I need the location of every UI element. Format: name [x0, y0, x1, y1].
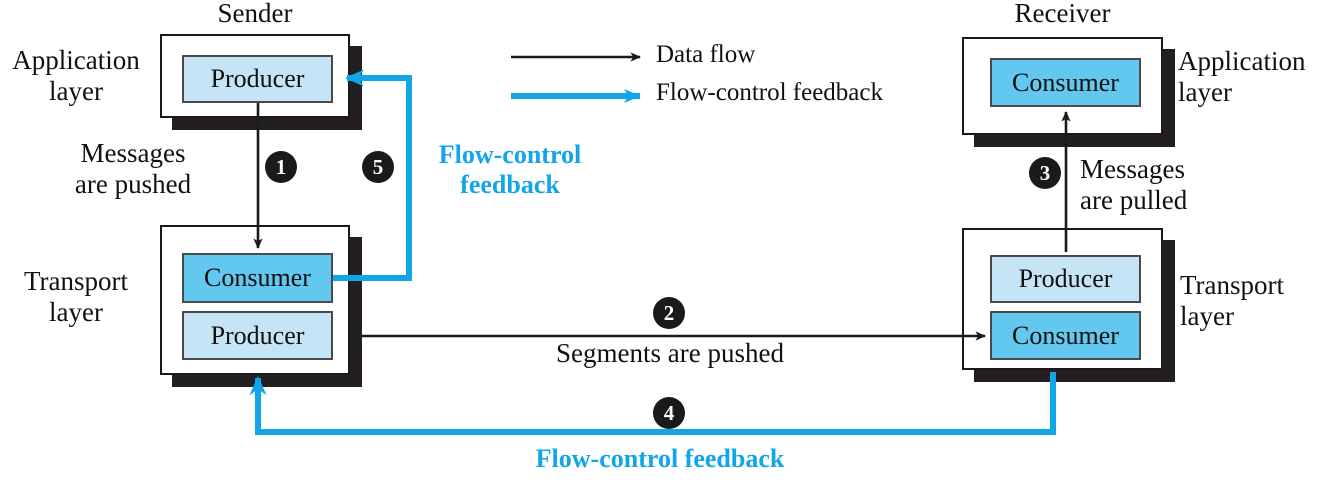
receiver-transport-consumer-box: Consumer — [990, 311, 1141, 360]
sender-transport-layer-label-line2: layer — [49, 297, 103, 327]
messages-pulled-label-line1: Messages — [1080, 154, 1185, 184]
sender-heading: Sender — [217, 0, 293, 28]
arrow-step-5-flow-control-feedback-left — [333, 69, 412, 281]
flow-control-feedback-bottom-label: Flow-control feedback — [535, 444, 785, 473]
arrow-step-4-flow-control-feedback-bottom — [249, 372, 1056, 435]
sender-transport-consumer-label: Consumer — [204, 263, 311, 292]
receiver-transport-layer-label-line2: layer — [1180, 301, 1234, 331]
sender-app-producer-box: Producer — [182, 55, 333, 103]
step-badge-5: 5 — [362, 151, 394, 183]
receiver-application-layer-label-line1: Application — [1178, 46, 1306, 76]
sender-transport-layer-label-line1: Transport — [23, 266, 129, 296]
flow-control-feedback-left-label-line1: Flow-control — [438, 140, 582, 169]
receiver-transport-producer-box: Producer — [990, 255, 1141, 303]
messages-pushed-label-line2: are pushed — [74, 169, 192, 199]
step-badge-1: 1 — [265, 151, 297, 183]
sender-application-layer-label-line1: Application — [12, 45, 140, 75]
receiver-app-consumer-label: Consumer — [1012, 67, 1119, 97]
sender-transport-consumer-box: Consumer — [182, 253, 333, 303]
receiver-application-layer-label-line2: layer — [1178, 77, 1232, 107]
sender-transport-producer-label: Producer — [210, 320, 305, 350]
step-badge-3: 3 — [1029, 157, 1061, 189]
messages-pushed-label-line1: Messages — [80, 138, 186, 168]
sender-transport-producer-box: Producer — [182, 311, 333, 360]
receiver-transport-layer-label-line1: Transport — [1180, 270, 1285, 300]
receiver-heading: Receiver — [1014, 0, 1111, 28]
receiver-app-consumer-box: Consumer — [990, 58, 1141, 107]
receiver-transport-producer-label: Producer — [1018, 264, 1113, 293]
sender-application-layer-label-line2: layer — [49, 76, 103, 106]
legend-flow-control-feedback-label: Flow-control feedback — [656, 79, 884, 106]
flow-control-feedback-left-label-line2: feedback — [460, 170, 560, 199]
segments-pushed-label: Segments are pushed — [556, 338, 784, 368]
step-badge-2: 2 — [653, 297, 685, 329]
step-badge-4: 4 — [653, 397, 685, 429]
messages-pulled-label-line2: are pulled — [1080, 185, 1188, 215]
legend-data-flow-label: Data flow — [656, 41, 756, 68]
sender-app-producer-label: Producer — [210, 64, 305, 93]
receiver-transport-consumer-label: Consumer — [1012, 320, 1119, 350]
